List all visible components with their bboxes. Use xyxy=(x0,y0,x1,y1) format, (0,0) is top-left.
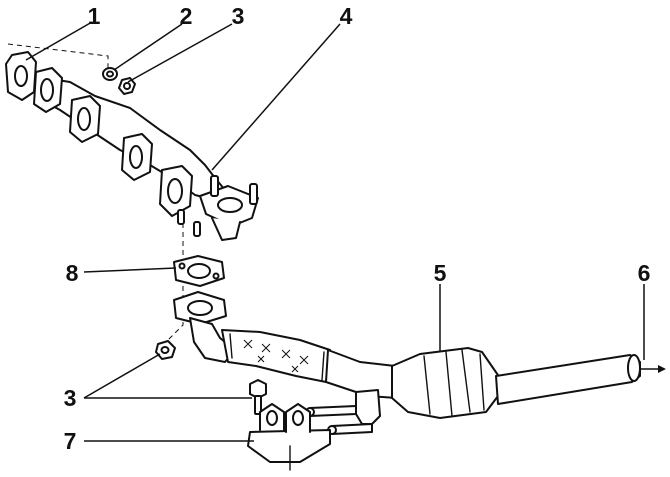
manifold-stud xyxy=(177,209,185,225)
callout-3-bottom: 3 xyxy=(64,385,77,411)
leader-3-bottom-a xyxy=(83,353,161,399)
flex-section-crosshatch xyxy=(243,339,309,373)
exhaust-manifold xyxy=(33,67,259,241)
leader-2 xyxy=(113,23,183,71)
manifold-port-flange xyxy=(33,67,63,113)
nut xyxy=(118,77,136,95)
front-pipe xyxy=(173,291,397,399)
manifold-port-flange xyxy=(121,133,153,181)
callout-7: 7 xyxy=(64,428,77,454)
flow-direction-arrow xyxy=(640,365,666,373)
leader-1 xyxy=(25,21,93,61)
mounting-bolt xyxy=(249,379,267,415)
catalytic-converter xyxy=(391,347,501,419)
callout-labels: 1 2 3 4 8 5 6 3 7 xyxy=(64,3,651,454)
manifold-stud xyxy=(249,183,258,205)
leader-8 xyxy=(83,267,177,273)
callout-8: 8 xyxy=(66,260,79,286)
washer xyxy=(102,67,118,81)
manifold-port-flange xyxy=(69,95,101,143)
outlet-pipe xyxy=(495,354,641,405)
rubber-mount xyxy=(247,403,331,471)
flange-nut xyxy=(155,340,176,360)
manifold-gasket xyxy=(5,51,37,101)
pipe-hanger-bracket xyxy=(305,389,381,435)
manifold-port-flange xyxy=(159,165,193,217)
callout-2: 2 xyxy=(180,3,193,29)
leader-4 xyxy=(211,23,341,171)
callout-3-top: 3 xyxy=(232,3,245,29)
callout-5: 5 xyxy=(434,260,447,286)
callout-6: 6 xyxy=(638,260,651,286)
manifold-stud xyxy=(193,221,201,237)
callout-1: 1 xyxy=(88,3,101,29)
callout-4: 4 xyxy=(340,3,353,29)
front-pipe-gasket xyxy=(173,255,225,287)
callout-leaders xyxy=(25,21,645,442)
assembly-lines xyxy=(7,43,184,341)
manifold-stud xyxy=(210,175,219,197)
leader-3-top xyxy=(127,23,233,83)
